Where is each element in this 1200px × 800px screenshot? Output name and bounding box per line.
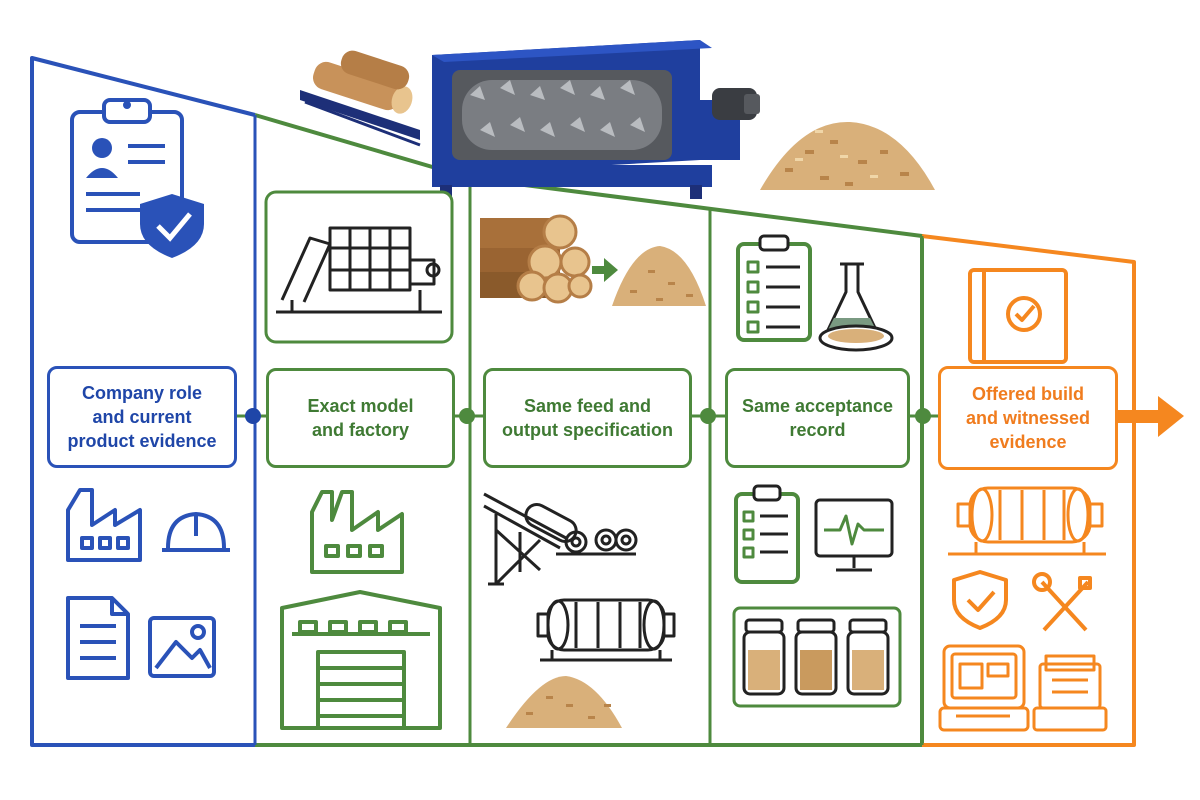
flow-connector — [236, 408, 938, 424]
shredder-drawing-card — [264, 190, 454, 344]
rotor-drum-icon — [536, 598, 676, 662]
stage-label-company: Company role and current product evidenc… — [47, 366, 237, 468]
connector-dot — [245, 408, 261, 424]
hard-hat-icon — [162, 512, 230, 552]
rotor-drum-icon — [948, 486, 1106, 556]
wood-chips-icon — [506, 676, 622, 728]
stage-label-model: Exact model and factory — [266, 368, 455, 468]
shield-check-icon — [952, 570, 1008, 630]
image-icon — [148, 616, 216, 678]
orange-frame — [921, 234, 1136, 747]
binder-check-icon — [968, 268, 1068, 364]
monitor-waveform-icon — [814, 498, 894, 572]
wood-chips-icon — [612, 246, 706, 306]
sample-jars-icon — [732, 606, 902, 708]
clipboard-profile-icon — [70, 98, 184, 244]
connector-dot — [700, 408, 716, 424]
connector-dot — [459, 408, 475, 424]
shield-check-icon — [140, 194, 204, 258]
stage-label-offered: Offered build and witnessed evidence — [938, 366, 1118, 470]
arrow-right-icon — [1118, 396, 1184, 437]
document-tray-icon — [1032, 654, 1108, 732]
arrow-right-icon — [592, 258, 618, 282]
blue-frame — [30, 56, 256, 747]
checklist-icon — [736, 234, 812, 342]
wrench-screwdriver-icon — [1032, 572, 1092, 632]
checklist-icon — [734, 484, 800, 584]
petri-dish-icon — [818, 324, 894, 352]
stage-label-acceptance: Same acceptance record — [725, 368, 910, 468]
shredder-machine-icon — [300, 40, 760, 199]
tool-case-icon — [938, 644, 1030, 732]
flask-icon — [826, 262, 878, 332]
conveyor-icon — [483, 492, 638, 586]
factory-icon — [66, 488, 142, 562]
factory-building-icon — [310, 490, 404, 574]
document-icon — [66, 596, 130, 680]
logs-icon — [480, 214, 593, 304]
warehouse-icon — [280, 590, 442, 730]
stage-label-spec: Same feed and output specification — [483, 368, 692, 468]
column-dividers — [253, 115, 924, 745]
connector-dot — [915, 408, 931, 424]
wood-chips-icon — [760, 121, 935, 190]
